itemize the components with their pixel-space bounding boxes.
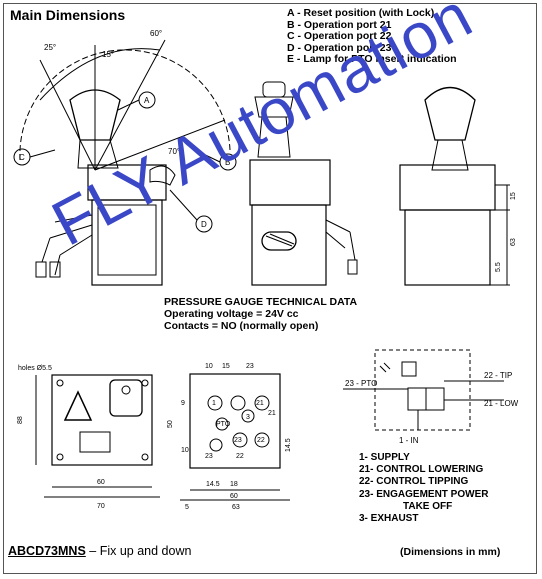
dimensions-note: (Dimensions in mm) xyxy=(400,546,501,558)
side-view xyxy=(399,86,510,286)
port-dim-22: 22 xyxy=(236,453,244,460)
port-dim-5: 5 xyxy=(185,504,189,511)
port-dim-23b: 23 xyxy=(205,453,213,460)
port-dim-50: 50 xyxy=(167,420,174,428)
legend-item-b: B - Operation port 21 xyxy=(287,18,392,31)
side-dim-15: 15 xyxy=(510,192,517,200)
port-control-lowering: 21- CONTROL LOWERING xyxy=(359,464,484,476)
schematic xyxy=(343,349,504,431)
port-label-21: 21 xyxy=(256,400,264,407)
pressure-gauge-contacts: Contacts = NO (normally open) xyxy=(164,319,319,332)
port-label-1: 1 xyxy=(212,400,216,407)
legend-item-a: A - Reset position (with Lock) xyxy=(287,7,435,19)
model-line: ABCD73MNS – Fix up and down xyxy=(8,544,191,558)
angle-15: 15° xyxy=(102,50,114,59)
port-supply: 1- SUPPLY xyxy=(359,452,410,463)
port-legend: 1- SUPPLY 21- CONTROL LOWERING 22- CONTR… xyxy=(359,452,488,525)
port-dim-60: 60 xyxy=(230,493,238,500)
page-title: Main Dimensions xyxy=(10,7,126,23)
port-dim-23: 23 xyxy=(246,363,254,370)
legend: A - Reset position (with Lock) B - Opera… xyxy=(287,7,457,66)
pressure-gauge-heading: PRESSURE GAUGE TECHNICAL DATA xyxy=(164,296,358,308)
top-view xyxy=(35,374,160,498)
dim-60-top: 60 xyxy=(97,479,105,486)
legend-item-c: C - Operation port 22 xyxy=(287,30,392,43)
schematic-low: 21 - LOW xyxy=(484,399,519,408)
port-label-3: 3 xyxy=(246,414,250,421)
angle-60: 60° xyxy=(150,29,162,38)
pressure-gauge-voltage: Operating voltage = 24V cc xyxy=(164,307,299,320)
port-label-pto: PTO xyxy=(216,421,231,428)
schematic-pto: 23 - PTO xyxy=(345,379,377,388)
holes-dim: holes Ø5.5 xyxy=(18,365,52,372)
dim-70: 70 xyxy=(97,503,105,510)
port-dim-63: 63 xyxy=(232,504,240,511)
dim-88: 88 xyxy=(17,416,24,424)
port-view xyxy=(180,373,290,501)
port-dim-21: 21 xyxy=(268,410,276,417)
port-engagement-pto-cont: TAKE OFF xyxy=(403,500,453,512)
middle-view xyxy=(249,81,358,286)
schematic-tip: 22 - TIP xyxy=(484,371,512,380)
port-engagement-pto: 23- ENGAGEMENT POWER xyxy=(359,488,489,500)
angle-70: 70° xyxy=(168,147,180,156)
callout-c: C xyxy=(19,153,25,162)
port-exhaust: 3- EXHAUST xyxy=(359,513,419,525)
side-dim-5-5: 5.5 xyxy=(495,262,502,272)
side-dim-63: 63 xyxy=(510,238,517,246)
model-description: – Fix up and down xyxy=(85,544,192,558)
port-label-23: 23 xyxy=(234,437,242,444)
port-dim-10: 10 xyxy=(205,363,213,370)
port-dim-9: 9 xyxy=(181,400,185,407)
model-code: ABCD73MNS xyxy=(8,544,86,558)
port-dim-14-5-side: 14.5 xyxy=(285,438,292,452)
pressure-gauge-data: PRESSURE GAUGE TECHNICAL DATA Operating … xyxy=(164,296,358,332)
port-control-tipping: 22- CONTROL TIPPING xyxy=(359,476,469,488)
callout-a: A xyxy=(144,96,150,105)
port-dim-14-5: 14.5 xyxy=(206,481,220,488)
port-label-22: 22 xyxy=(257,437,265,444)
legend-item-e: E - Lamp for PTO insert indication xyxy=(287,53,457,66)
port-dim-15: 15 xyxy=(222,363,230,370)
port-dim-10b: 10 xyxy=(181,447,189,454)
legend-item-d: D - Operation port 23 xyxy=(287,41,392,54)
angle-25: 25° xyxy=(44,43,56,52)
port-dim-18: 18 xyxy=(230,481,238,488)
schematic-in: 1 - IN xyxy=(399,436,419,445)
callout-d: D xyxy=(201,220,207,229)
front-view xyxy=(13,39,237,286)
page-frame xyxy=(3,3,537,574)
callout-b: B xyxy=(225,158,230,167)
